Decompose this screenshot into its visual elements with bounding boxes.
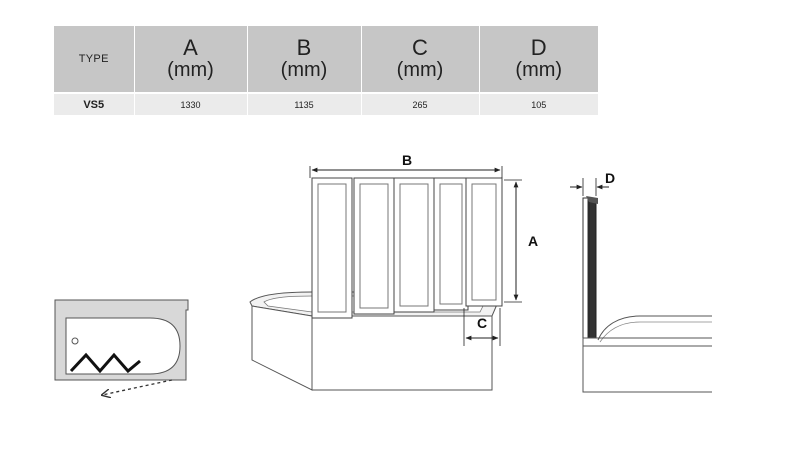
bathtub-side	[582, 315, 712, 393]
label-a: A	[528, 233, 538, 249]
cell-d: 105	[478, 92, 598, 115]
header-c: C(mm)	[360, 26, 479, 93]
plan-view	[54, 299, 189, 395]
dimension-c: C	[463, 308, 501, 346]
label-c: C	[477, 315, 487, 331]
header-type: TYPE	[54, 26, 134, 93]
folding-screen-plan	[69, 352, 141, 374]
cell-b: 1135	[246, 92, 361, 115]
dimension-a: A	[504, 179, 538, 303]
screen-profile	[582, 196, 598, 339]
side-view: D	[570, 170, 712, 393]
cell-type: VS5	[54, 92, 134, 115]
dimension-table: TYPE A(mm) B(mm) C(mm) D(mm) VS5 1330 11…	[54, 26, 598, 115]
header-b: B(mm)	[246, 26, 361, 93]
drain-icon	[71, 337, 79, 345]
fold-direction-arrow	[102, 379, 173, 395]
folding-screen-panels	[311, 177, 503, 319]
label-d: D	[605, 170, 615, 186]
dimension-d: D	[570, 170, 615, 196]
dimension-b: B	[309, 152, 503, 178]
perspective-view: B A C	[249, 152, 538, 391]
table-row: VS5 1330 1135 265 105	[54, 92, 598, 115]
table-header-row: TYPE A(mm) B(mm) C(mm) D(mm)	[54, 26, 598, 93]
cell-c: 265	[360, 92, 479, 115]
label-b: B	[402, 152, 412, 168]
header-d: D(mm)	[478, 26, 598, 93]
cell-a: 1330	[133, 92, 247, 115]
header-a: A(mm)	[133, 26, 247, 93]
bathtub-plan	[54, 299, 189, 381]
